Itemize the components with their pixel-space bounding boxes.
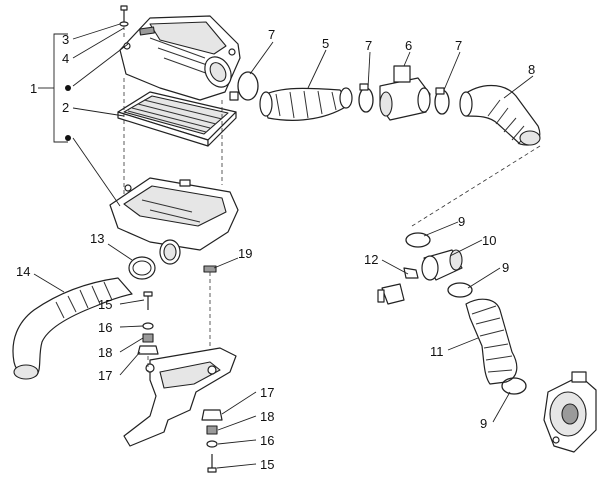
callout-5: 5 [322,36,329,51]
callout-8: 8 [528,62,535,77]
callout-1: 1 [30,81,37,96]
callout-3: 3 [62,32,69,47]
callout-12: 12 [364,252,378,267]
screw-part [119,5,129,40]
o-ring-part [128,256,156,280]
callout-17-lower: 17 [260,385,274,400]
intake-hose-part [465,298,518,385]
callout-19: 19 [238,246,252,261]
callout-18-upper: 18 [98,345,112,360]
airflow-sensor-part [379,65,431,121]
temperature-sensor-part [377,267,419,305]
callout-7-right: 7 [455,38,462,53]
callout-7-middle: 7 [365,38,372,53]
mounting-bracket-part [123,347,237,447]
callout-17-upper: 17 [98,368,112,383]
airbox-lower-part [109,177,239,265]
callout-9-bottom: 9 [480,416,487,431]
throttle-adapter-part [421,249,463,281]
leader-lines [33,23,534,469]
callout-16-upper: 16 [98,320,112,335]
callout-9-top: 9 [458,214,465,229]
callout-9-middle: 9 [502,260,509,275]
callout-11: 11 [430,344,444,359]
callout-6: 6 [405,38,412,53]
fastener-stack-lower [201,409,223,473]
intake-bellows-part [459,85,541,146]
callout-13: 13 [90,231,104,246]
air-filter-part [117,91,237,147]
clip-part [203,265,217,360]
hose-clamp-part [229,71,259,101]
throttle-body-part [543,371,597,453]
callout-2: 2 [62,100,69,115]
callout-4: 4 [62,51,69,66]
hose-clamp-part [405,232,431,248]
callout-15-upper: 15 [98,297,112,312]
intake-duct-part [259,87,353,121]
assembly-bracket [38,33,71,143]
hose-clamp-part [447,282,473,298]
intake-hose-part [12,277,133,380]
callout-18-lower: 18 [260,409,274,424]
airbox-cover-part [119,15,241,101]
callout-10: 10 [482,233,496,248]
callout-15-lower: 15 [260,457,274,472]
hose-clamp-part [358,83,374,113]
hose-clamp-part [501,377,527,395]
callout-16-lower: 16 [260,433,274,448]
hose-clamp-part [434,87,450,115]
callout-14: 14 [16,264,30,279]
callout-7-left: 7 [268,27,275,42]
callout-labels: 1 2 3 4 7 5 7 6 7 8 13 19 14 15 16 18 17… [16,27,535,472]
